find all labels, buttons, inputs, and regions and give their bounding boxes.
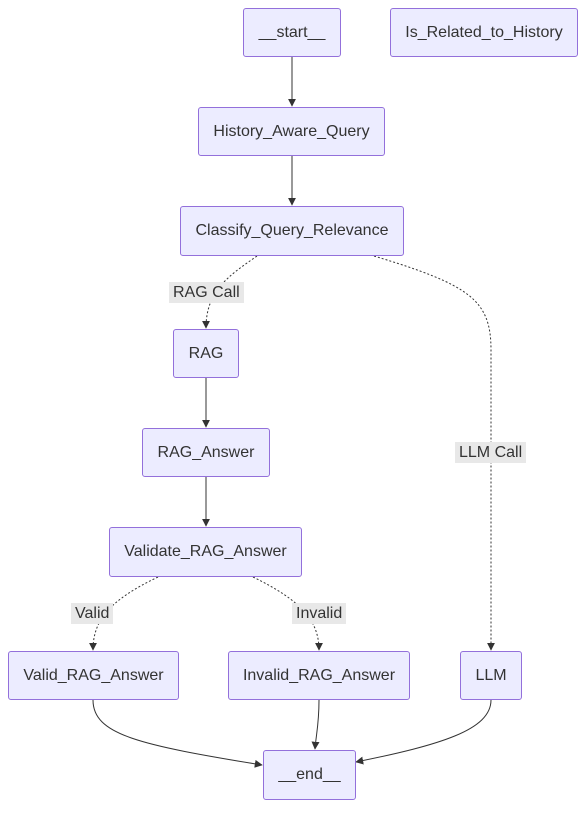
edge-invalid-to-end (311, 699, 320, 750)
node-history-aware-query[interactable]: History_Aware_Query (198, 107, 385, 156)
edge-label-valid: Valid (71, 603, 114, 624)
edge-label-rag-call: RAG Call (169, 282, 244, 303)
edge-llm-to-end (355, 699, 492, 765)
node-invalid-rag-answer[interactable]: Invalid_RAG_Answer (228, 651, 410, 700)
node-is-related-to-history[interactable]: Is_Related_to_History (390, 8, 578, 57)
node-llm[interactable]: LLM (460, 651, 522, 700)
node-valid-rag-answer[interactable]: Valid_RAG_Answer (8, 651, 179, 700)
node-classify-query-relevance[interactable]: Classify_Query_Relevance (180, 206, 404, 256)
edge-valid-to-end (92, 699, 263, 768)
node-start[interactable]: __start__ (243, 8, 341, 57)
edge-label-invalid: Invalid (292, 603, 347, 624)
edge-classify-to-llm (373, 255, 495, 651)
node-validate-rag-answer[interactable]: Validate_RAG_Answer (109, 527, 302, 577)
node-rag[interactable]: RAG (173, 329, 239, 378)
node-rag-answer[interactable]: RAG_Answer (142, 428, 270, 477)
edge-label-llm-call: LLM Call (455, 442, 527, 463)
node-end[interactable]: __end__ (263, 750, 356, 800)
